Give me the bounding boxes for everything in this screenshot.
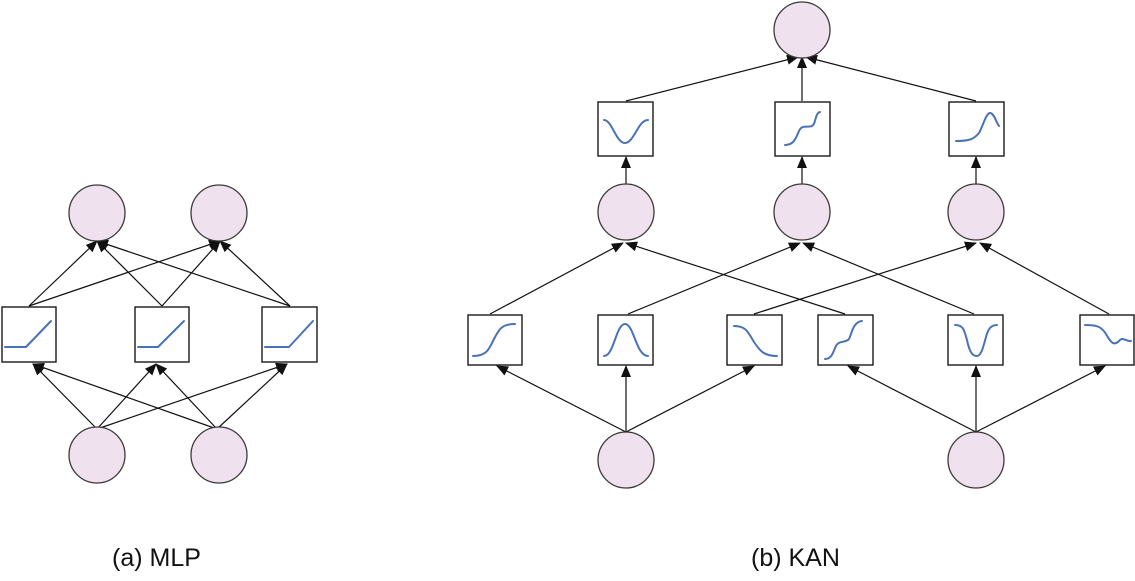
mlp-edge xyxy=(219,240,291,307)
mlp-diagram xyxy=(1,184,318,484)
kan-activation-box xyxy=(774,101,831,157)
kan-hidden-node xyxy=(947,183,1005,241)
kan-activation-box xyxy=(948,101,1005,157)
kan-edges xyxy=(489,54,1110,433)
kan-edge xyxy=(489,242,624,315)
kan-edge xyxy=(627,242,801,315)
mlp-edge xyxy=(96,362,288,430)
kan-activation-box xyxy=(467,314,523,366)
kan-input-node xyxy=(597,431,655,489)
kan-edge xyxy=(805,54,977,102)
mlp-activation-box xyxy=(134,306,190,363)
kan-caption: (b) KAN xyxy=(751,544,840,572)
kan-hidden-node xyxy=(773,183,831,241)
kan-output-node xyxy=(773,1,831,59)
mlp-activation-box xyxy=(261,306,318,363)
kan-activation-box xyxy=(1079,314,1135,366)
kan-hidden-node xyxy=(597,183,655,241)
mlp-edge xyxy=(32,363,98,430)
kan-edge xyxy=(847,365,977,433)
mlp-caption: (a) MLP xyxy=(112,544,201,572)
kan-input-node xyxy=(947,431,1005,489)
kan-diagram xyxy=(467,1,1135,489)
kan-activation-box xyxy=(726,314,783,366)
mlp-edge xyxy=(28,239,221,307)
kan-edge xyxy=(979,242,1110,315)
mlp-edge xyxy=(96,240,163,307)
mlp-edge xyxy=(216,363,288,430)
mlp-edge xyxy=(96,239,291,307)
kan-edge xyxy=(496,365,627,433)
kan-edge xyxy=(753,241,977,315)
mlp-edge xyxy=(28,240,98,307)
kan-activation-box xyxy=(597,101,654,157)
mlp-edges xyxy=(28,239,291,430)
mlp-edge xyxy=(32,362,218,430)
kan-edge xyxy=(625,54,799,102)
mlp-input-node xyxy=(68,426,126,484)
kan-activation-box xyxy=(817,314,874,366)
mlp-output-node xyxy=(190,184,248,242)
mlp-activation-box xyxy=(1,306,57,363)
kan-activation-box xyxy=(597,314,654,366)
mlp-edge xyxy=(161,240,221,307)
mlp-input-node xyxy=(190,426,248,484)
kan-activation-box xyxy=(947,314,1004,366)
kan-edge xyxy=(802,242,975,315)
kan-edge xyxy=(975,365,1106,433)
kan-edge xyxy=(625,241,846,315)
mlp-edge xyxy=(155,363,218,430)
mlp-output-node xyxy=(68,184,126,242)
kan-edge xyxy=(625,365,755,433)
